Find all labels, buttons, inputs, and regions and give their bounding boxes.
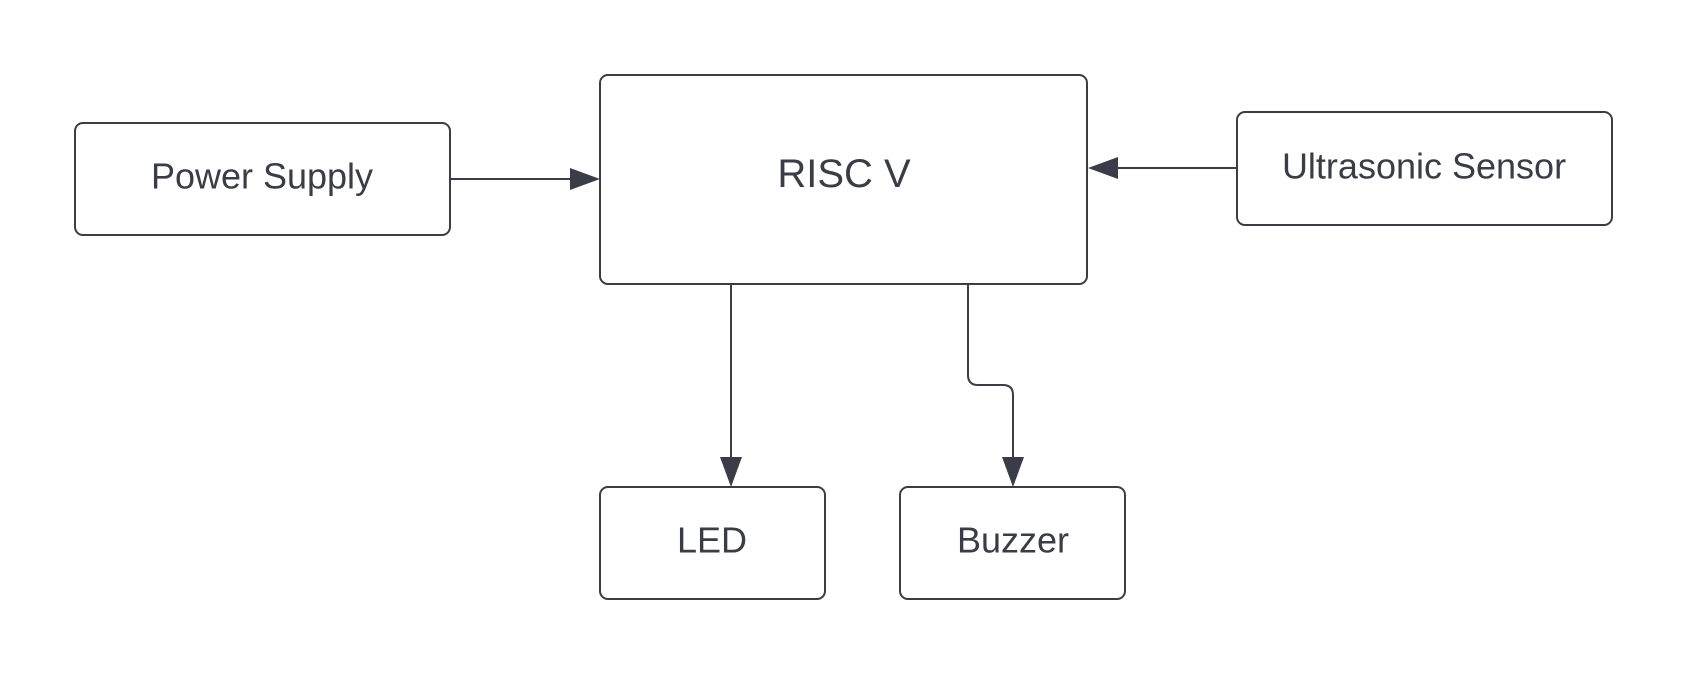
node-label-buzzer: Buzzer [957,520,1069,561]
node-label-ultrasonic-sensor: Ultrasonic Sensor [1282,146,1566,187]
edge-ultrasonic-sensor-to-risc-v [1088,157,1237,179]
arrow-head [720,457,742,487]
edge-risc-v-to-led [720,284,742,487]
node-led: LED [599,486,826,600]
arrow-head [1088,157,1118,179]
node-risc-v: RISC V [599,74,1088,285]
node-label-risc-v: RISC V [777,152,911,196]
node-power-supply: Power Supply [74,122,451,236]
node-buzzer: Buzzer [899,486,1126,600]
edges [450,157,1237,487]
node-label-power-supply: Power Supply [151,156,373,197]
node-label-led: LED [677,520,747,561]
arrow-head [570,168,600,190]
edge-power-supply-to-risc-v [450,168,600,190]
node-ultrasonic-sensor: Ultrasonic Sensor [1236,111,1613,226]
arrow-head [1002,457,1024,487]
edge-risc-v-to-buzzer [967,284,1024,487]
